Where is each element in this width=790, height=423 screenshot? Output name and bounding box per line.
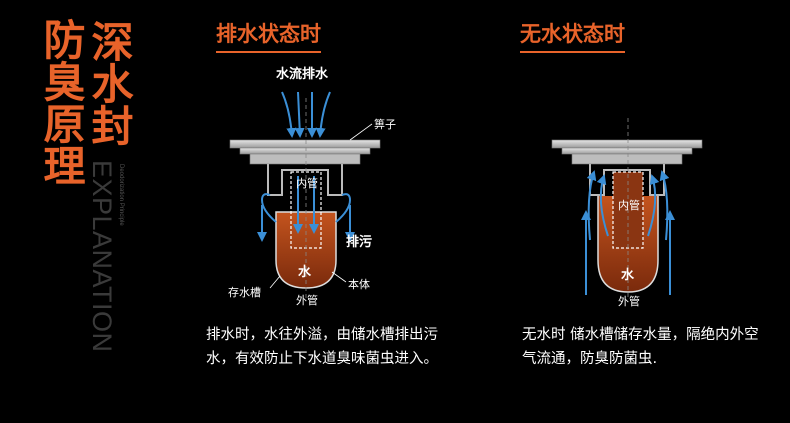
- explanation-subtext: Deodorization Principle: [118, 164, 124, 226]
- label-water: 水: [298, 264, 312, 280]
- dry-label-inner-pipe: 内管: [618, 198, 640, 212]
- grate-plate: [229, 139, 381, 149]
- drain-diagram: 水流排水 箅子 内管 排污 水 本体 存水槽 外管: [228, 66, 396, 307]
- explanation-watermark: EXPLANATION: [87, 160, 117, 353]
- label-outer-pipe: 外管: [296, 293, 318, 307]
- label-body: 本体: [348, 277, 370, 291]
- title-left: 防臭原理: [37, 18, 86, 186]
- dry-state-heading: 无水状态时: [520, 18, 625, 53]
- drain-state-heading: 排水状态时: [216, 18, 321, 53]
- dry-diagram: 内管 水 外管: [551, 118, 703, 308]
- label-discharge: 排污: [346, 234, 372, 250]
- dry-description: 无水时 储水槽储存水量，隔绝内外空气流通，防臭防菌虫.: [522, 327, 759, 367]
- title-right: 深水封: [85, 20, 134, 146]
- label-grate: 箅子: [374, 117, 396, 131]
- label-water-flow: 水流排水: [276, 66, 329, 82]
- body-wall: [267, 164, 343, 196]
- label-inner-pipe: 内管: [296, 176, 318, 190]
- drain-description: 排水时，水往外溢，由储水槽排出污水，有效防止下水道臭味菌虫进入。: [206, 327, 438, 367]
- dry-label-outer-pipe: 外管: [618, 294, 640, 308]
- label-trap: 存水槽: [228, 285, 261, 299]
- dry-label-water: 水: [621, 267, 635, 283]
